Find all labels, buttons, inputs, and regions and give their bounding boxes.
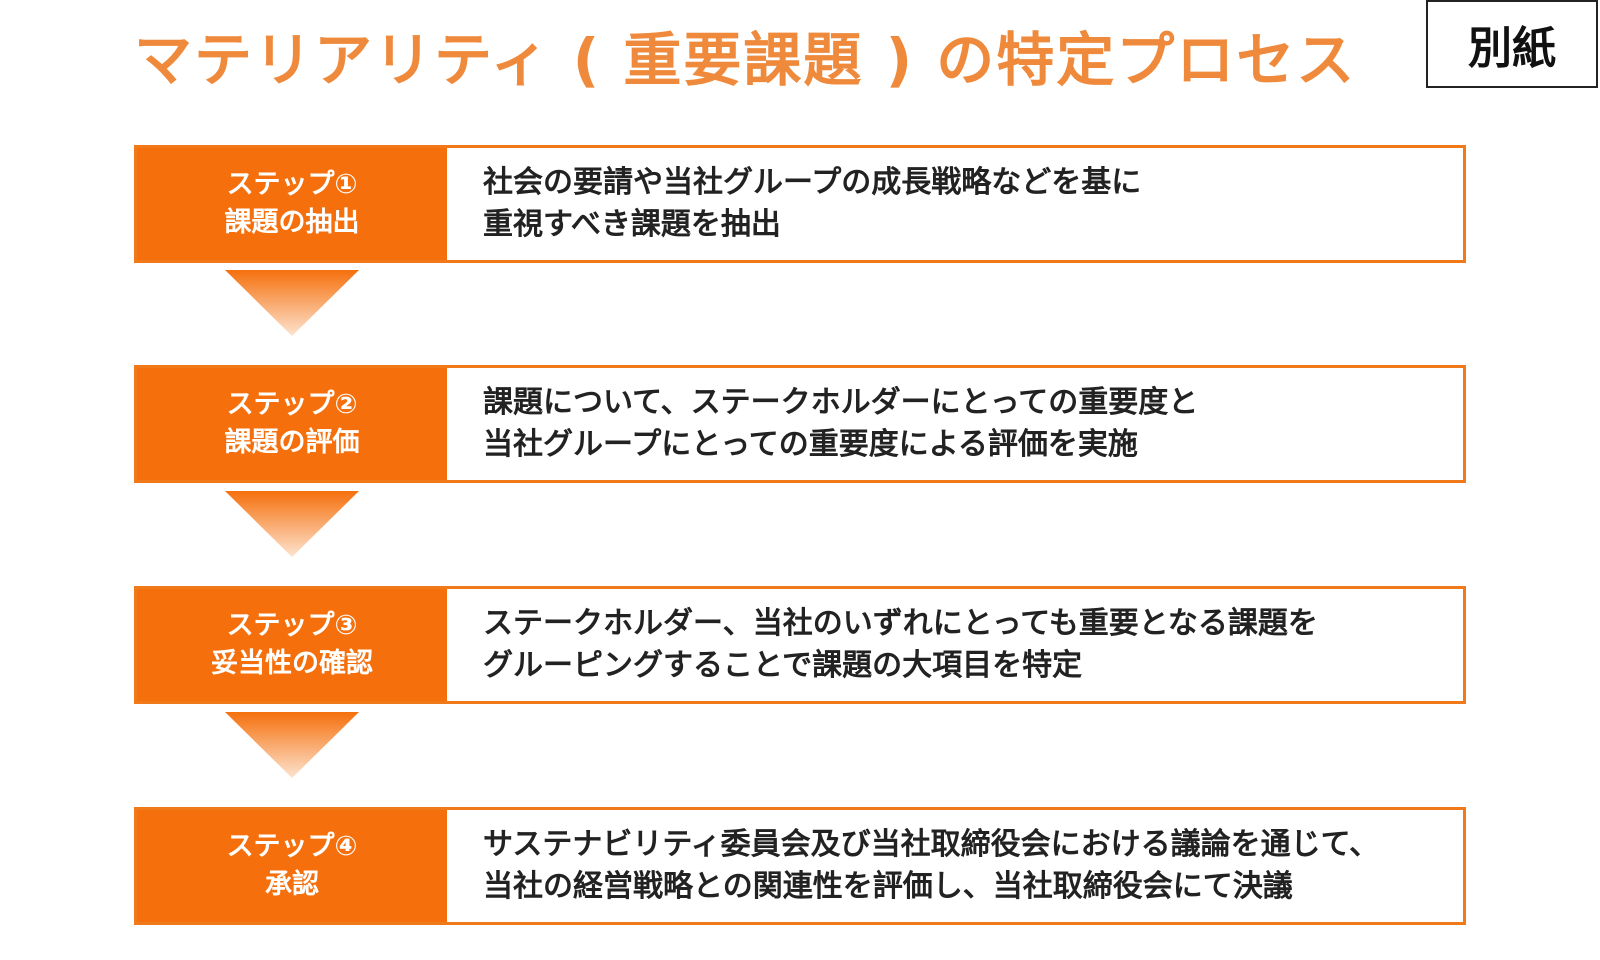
step-1-name: 課題の抽出 [224, 207, 360, 238]
step-1-label: ステップ① 課題の抽出 [137, 148, 447, 260]
step-2-label: ステップ② 課題の評価 [137, 368, 447, 480]
step-4-desc-line1: サステナビリティ委員会及び当社取締役会における議論を通じて、 [483, 827, 1380, 862]
step-2-number: ステップ② [226, 389, 358, 420]
step-4-description: サステナビリティ委員会及び当社取締役会における議論を通じて、 当社の経営戦略との… [447, 810, 1463, 922]
step-2-desc-line2: 当社グループにとっての重要度による評価を実施 [483, 427, 1138, 462]
down-arrow-icon [225, 270, 359, 336]
step-3-description: ステークホルダー、当社のいずれにとっても重要となる課題を グルーピングすることで… [447, 589, 1463, 701]
page-title: マテリアリティ ( 重要課題 ) の特定プロセス [134, 26, 1357, 94]
step-2-desc-line1: 課題について、ステークホルダーにとっての重要度と [483, 385, 1199, 420]
step-3: ステップ③ 妥当性の確認 ステークホルダー、当社のいずれにとっても重要となる課題… [134, 586, 1466, 704]
step-3-desc-line2: グルーピングすることで課題の大項目を特定 [483, 648, 1083, 683]
step-1-number: ステップ① [226, 169, 358, 200]
step-4-desc-line2: 当社の経営戦略との関連性を評価し、当社取締役会にて決議 [483, 869, 1293, 904]
step-2-description: 課題について、ステークホルダーにとっての重要度と 当社グループにとっての重要度に… [447, 368, 1463, 480]
attachment-badge: 別紙 [1426, 0, 1598, 88]
down-arrow-icon [225, 491, 359, 557]
step-3-number: ステップ③ [226, 610, 358, 641]
step-3-name: 妥当性の確認 [211, 648, 373, 679]
step-1-description: 社会の要請や当社グループの成長戦略などを基に 重視すべき課題を抽出 [447, 148, 1463, 260]
step-1-desc-line1: 社会の要請や当社グループの成長戦略などを基に [483, 165, 1142, 200]
step-2-name: 課題の評価 [224, 427, 360, 458]
step-4-label: ステップ④ 承認 [137, 810, 447, 922]
step-4-name: 承認 [265, 869, 319, 900]
step-2: ステップ② 課題の評価 課題について、ステークホルダーにとっての重要度と 当社グ… [134, 365, 1466, 483]
step-1-desc-line2: 重視すべき課題を抽出 [483, 207, 781, 242]
down-arrow-icon [225, 712, 359, 778]
step-4-number: ステップ④ [226, 831, 358, 862]
step-4: ステップ④ 承認 サステナビリティ委員会及び当社取締役会における議論を通じて、 … [134, 807, 1466, 925]
step-3-desc-line1: ステークホルダー、当社のいずれにとっても重要となる課題を [483, 606, 1318, 641]
step-1: ステップ① 課題の抽出 社会の要請や当社グループの成長戦略などを基に 重視すべき… [134, 145, 1466, 263]
step-3-label: ステップ③ 妥当性の確認 [137, 589, 447, 701]
